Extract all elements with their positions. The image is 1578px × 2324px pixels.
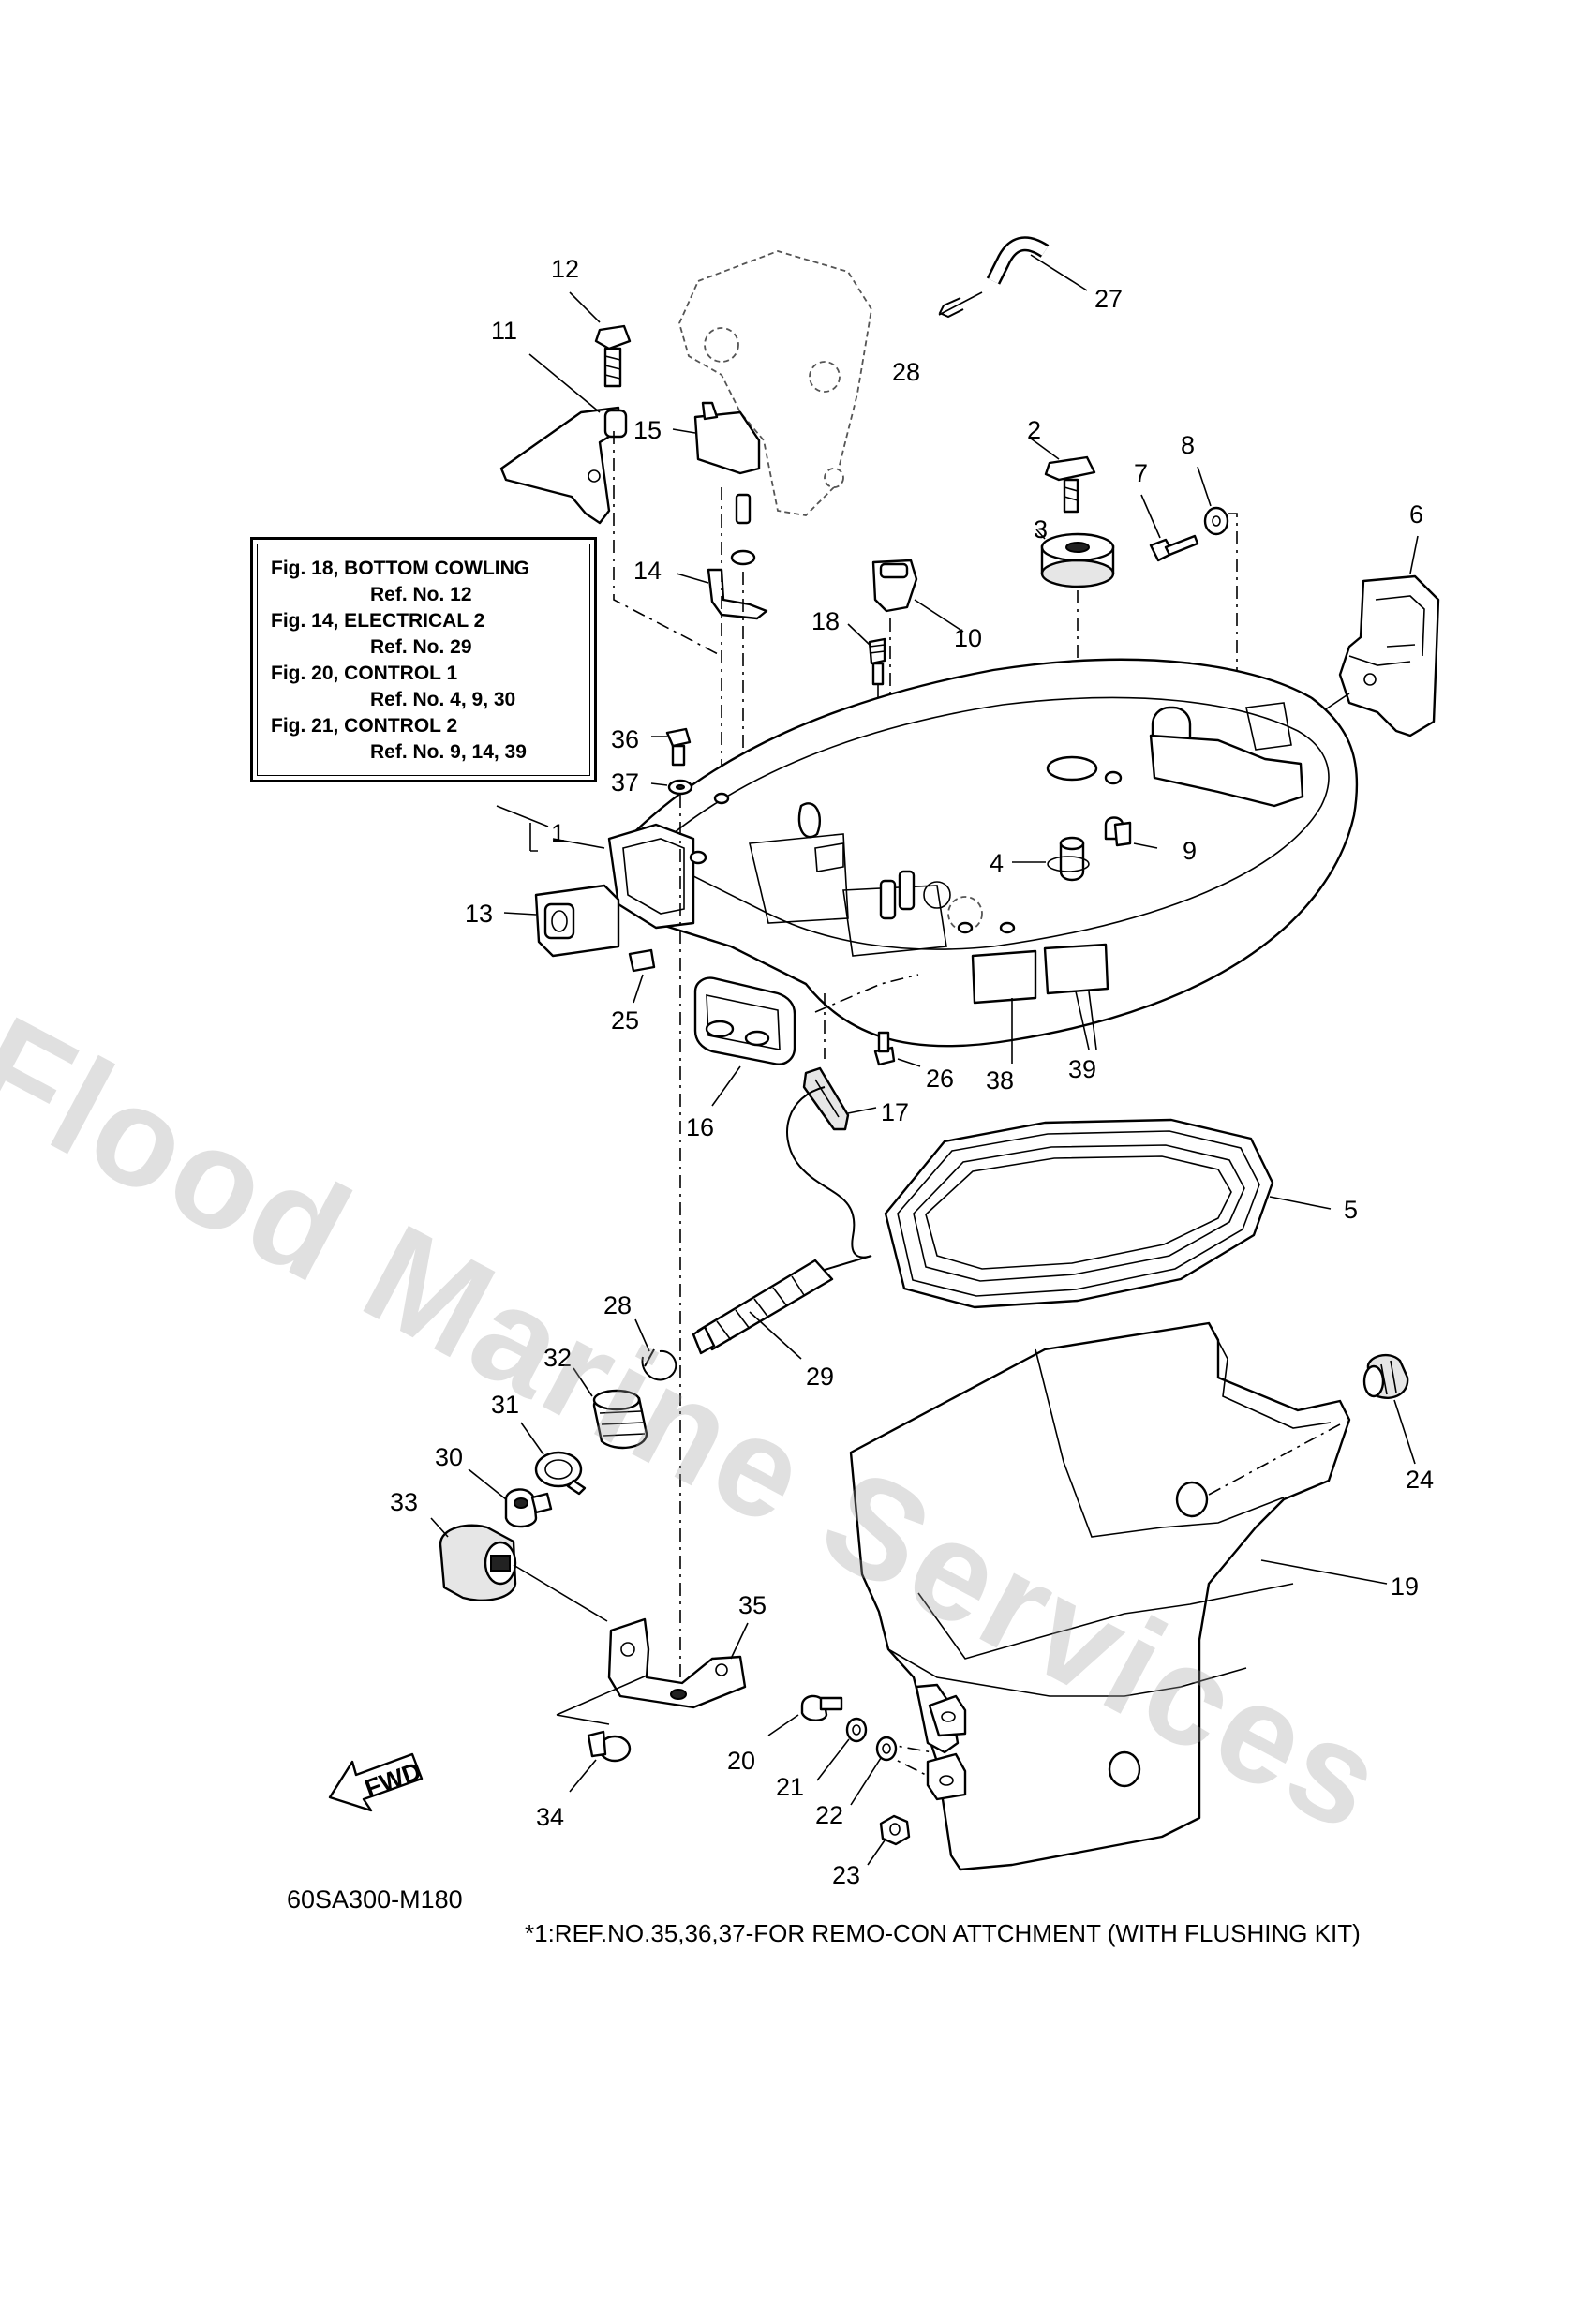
bolt-7	[1140, 494, 1199, 562]
seal-5	[884, 1118, 1332, 1309]
washer-37	[650, 779, 693, 1687]
callout-6: 6	[1409, 500, 1423, 529]
switch-13	[503, 884, 620, 958]
plug-30	[468, 1468, 553, 1528]
washer-21	[816, 1717, 868, 1781]
ring-31	[520, 1422, 587, 1496]
callout-27: 27	[1094, 285, 1123, 313]
callout-23: 23	[832, 1861, 860, 1889]
screw-washer-14	[730, 493, 756, 566]
callout-19: 19	[1391, 1572, 1419, 1601]
engine-block-ghost	[678, 250, 872, 516]
callout-28-lower: 28	[603, 1291, 632, 1319]
bottom-cowling-1	[496, 658, 1359, 1048]
grommet-16	[693, 976, 796, 1107]
ref-no-line: Ref. No. 29	[370, 636, 472, 658]
callout-2: 2	[1027, 416, 1041, 444]
washer-22	[850, 1736, 898, 1806]
callout-35: 35	[738, 1591, 767, 1619]
callout-9: 9	[1183, 837, 1197, 865]
bracket-35	[556, 1617, 749, 1725]
reference-box: Fig. 18, BOTTOM COWLING Ref. No. 12 Fig.…	[250, 537, 597, 782]
ref-fig-line: Fig. 18, BOTTOM COWLING	[271, 558, 530, 579]
bracket-11	[499, 353, 722, 657]
callout-34: 34	[536, 1803, 564, 1831]
callout-7: 7	[1134, 459, 1148, 487]
hose	[938, 236, 1088, 319]
reference-box-inner: Fig. 18, BOTTOM COWLING Ref. No. 12 Fig.…	[257, 544, 590, 776]
screw-26	[824, 993, 921, 1067]
callout-30: 30	[435, 1443, 463, 1471]
callout-20: 20	[727, 1747, 755, 1775]
cable-29	[692, 1255, 872, 1360]
callout-5: 5	[1344, 1196, 1358, 1224]
callout-36: 36	[611, 725, 639, 753]
bolt-36	[651, 727, 692, 767]
callout-28-upper: 28	[892, 358, 920, 386]
callout-3: 3	[1034, 515, 1048, 544]
nut-23	[867, 1814, 911, 1866]
callout-26: 26	[926, 1065, 954, 1093]
ref-no-line: Ref. No. 9, 14, 39	[370, 741, 527, 763]
bolt-2	[1030, 438, 1096, 514]
grommet-17	[786, 1066, 877, 1259]
callout-16: 16	[686, 1113, 714, 1141]
callout-18: 18	[811, 607, 840, 635]
callout-labels: 2 3 7 8 6 10 18 12 11 15 14 27 28 36 37 …	[390, 255, 1434, 1889]
nut-32	[573, 1367, 648, 1450]
callout-13: 13	[465, 900, 493, 928]
ref-no-line: Ref. No. 4, 9, 30	[370, 689, 516, 710]
screw-20	[767, 1694, 843, 1736]
callout-14: 14	[633, 557, 662, 585]
clip-15	[672, 401, 761, 475]
post-4	[1012, 856, 1090, 872]
ref-fig-line: Fig. 20, CONTROL 1	[271, 663, 458, 684]
callout-22: 22	[815, 1801, 843, 1829]
callout-25: 25	[611, 1006, 639, 1035]
callout-17: 17	[881, 1098, 909, 1126]
callout-12: 12	[551, 255, 579, 283]
clip-28-lower	[634, 1318, 677, 1381]
latch-hinge	[880, 1683, 967, 1801]
callout-21: 21	[776, 1773, 804, 1801]
plug-9	[1113, 821, 1158, 849]
ref-fig-line: Fig. 14, ELECTRICAL 2	[271, 610, 485, 632]
callout-10: 10	[954, 624, 982, 652]
bolt-12	[569, 291, 632, 388]
callout-29: 29	[806, 1363, 834, 1391]
callout-37: 37	[611, 768, 639, 797]
plate-25	[628, 948, 656, 1004]
callout-11: 11	[491, 317, 517, 345]
callout-32: 32	[543, 1344, 572, 1372]
callout-1: 1	[551, 819, 565, 847]
grommet-24	[1362, 1353, 1416, 1465]
screw-34	[569, 1730, 632, 1793]
callout-8: 8	[1181, 431, 1195, 459]
figure-code: 60SA300-M180	[287, 1885, 463, 1914]
callout-39: 39	[1068, 1055, 1096, 1083]
callout-31: 31	[491, 1391, 519, 1419]
cap-33	[430, 1517, 608, 1622]
callout-24: 24	[1406, 1466, 1434, 1494]
callout-38: 38	[986, 1066, 1014, 1095]
ref-fig-line: Fig. 21, CONTROL 2	[271, 715, 458, 737]
callout-15: 15	[633, 416, 662, 444]
ref-no-line: Ref. No. 12	[370, 584, 472, 605]
callout-33: 33	[390, 1488, 418, 1516]
footnote: *1:REF.NO.35,36,37-FOR REMO-CON ATTCHMEN…	[525, 1919, 1361, 1947]
fwd-arrow-icon: FWD	[328, 1752, 424, 1812]
bracket-6	[1320, 535, 1440, 737]
labels-38-39-leaders	[1011, 991, 1097, 1064]
callout-4: 4	[990, 849, 1004, 877]
